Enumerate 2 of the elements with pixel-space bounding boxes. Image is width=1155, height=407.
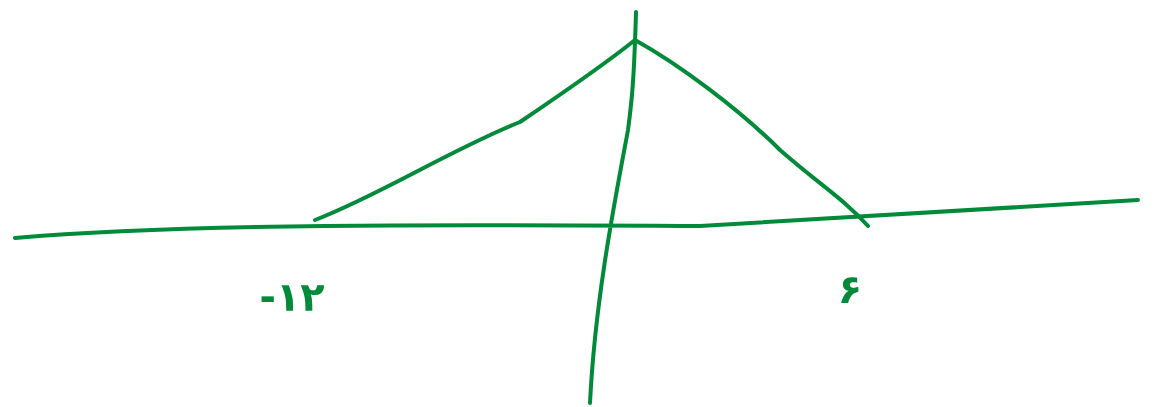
- axis-label: -۱۲: [261, 285, 325, 311]
- axis-label: ۶: [841, 277, 859, 303]
